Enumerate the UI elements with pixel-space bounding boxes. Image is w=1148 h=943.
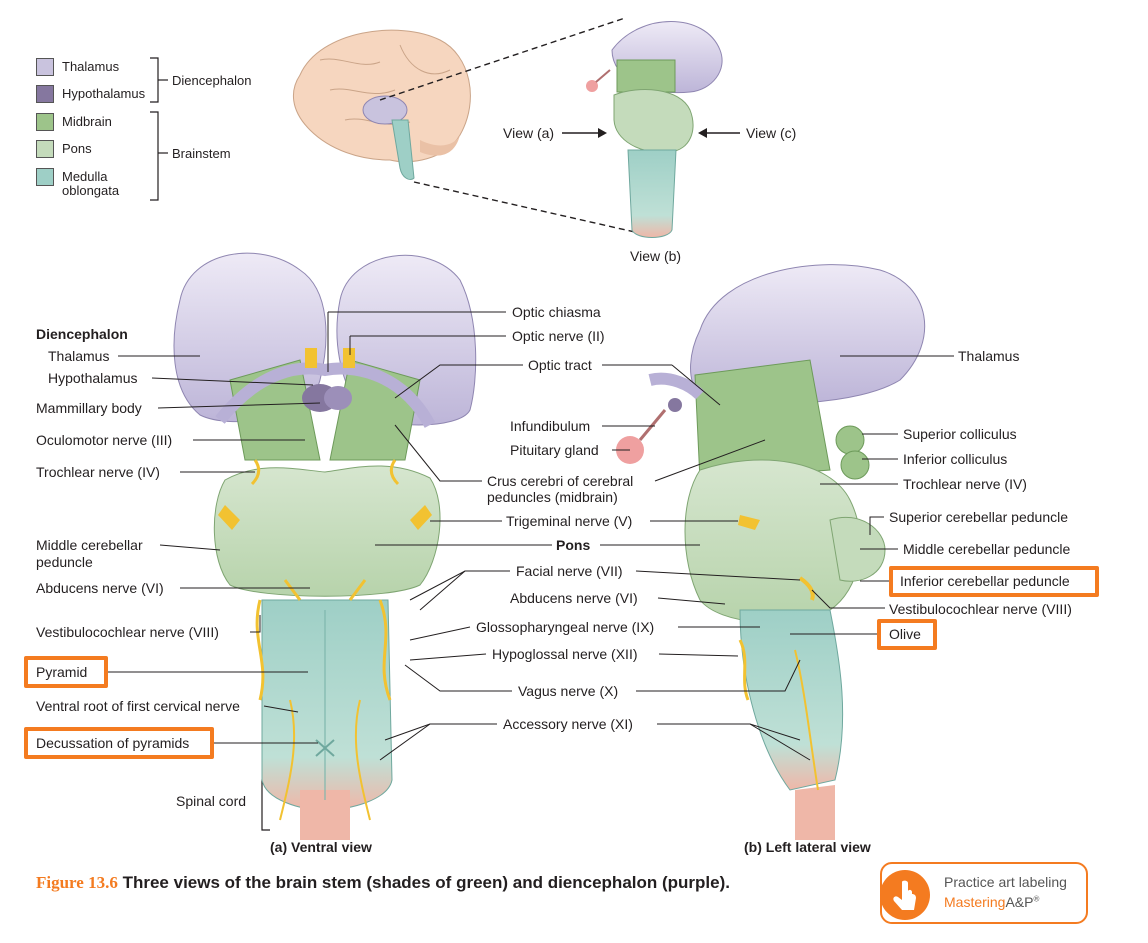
leader-lines xyxy=(104,311,954,761)
legend-label: Midbrain xyxy=(62,114,112,129)
label-accessory-nerve: Accessory nerve (XI) xyxy=(503,716,633,732)
view-b-label: View (b) xyxy=(630,248,682,264)
legend-swatch-medulla xyxy=(36,168,54,186)
legend-label: Pons xyxy=(62,141,92,156)
label-thalamus-ventral: Thalamus xyxy=(48,348,110,364)
label-optic-tract: Optic tract xyxy=(528,357,592,373)
legend-swatch-hypothalamus xyxy=(36,85,54,103)
legend-group-diencephalon: Diencephalon xyxy=(172,73,252,88)
label-oculomotor-nerve: Oculomotor nerve (III) xyxy=(36,432,173,448)
label-glossopharyngeal-nerve: Glossopharyngeal nerve (IX) xyxy=(476,619,655,635)
label-inferior-cerebellar-peduncle: Inferior cerebellar peduncle xyxy=(900,573,1070,589)
legend-label: Hypothalamus xyxy=(62,86,146,101)
label-spinal-cord: Spinal cord xyxy=(176,793,247,809)
lateral-view xyxy=(616,264,926,840)
label-pituitary-gland: Pituitary gland xyxy=(510,442,599,458)
label-hypoglossal-nerve: Hypoglossal nerve (XII) xyxy=(492,646,638,662)
legend-swatch-midbrain xyxy=(36,113,54,131)
label-infundibulum: Infundibulum xyxy=(510,418,591,434)
label-vestibulocochlear-lateral: Vestibulocochlear nerve (VIII) xyxy=(889,601,1072,617)
legend-group-brainstem: Brainstem xyxy=(172,146,231,161)
label-abducens-center: Abducens nerve (VI) xyxy=(510,590,638,606)
view-a-label: View (a) xyxy=(503,125,555,141)
label-thalamus-lateral: Thalamus xyxy=(958,348,1020,364)
figure-number: Figure 13.6 xyxy=(36,873,118,892)
label-trochlear-nerve-lateral: Trochlear nerve (IV) xyxy=(903,476,1027,492)
label-superior-cerebellar-peduncle: Superior cerebellar peduncle xyxy=(889,509,1068,525)
mastering-brand-text: Mastering xyxy=(944,894,1006,910)
figure-caption: Figure 13.6 Three views of the brain ste… xyxy=(36,872,736,893)
label-facial-nerve: Facial nerve (VII) xyxy=(516,563,623,579)
view-c-label: View (c) xyxy=(746,125,797,141)
highlight-pyramid xyxy=(24,656,108,688)
label-optic-nerve: Optic nerve (II) xyxy=(512,328,605,344)
label-crus-cerebri-1: Crus cerebri of cerebral xyxy=(487,473,634,489)
mastering-line1: Practice art labeling xyxy=(944,874,1067,890)
label-middle-cerebellar-ventral-2: peduncle xyxy=(36,554,93,570)
label-mammillary-body: Mammillary body xyxy=(36,400,142,416)
highlight-decussation xyxy=(24,727,214,759)
brainstem-small xyxy=(586,21,723,238)
label-abducens-ventral: Abducens nerve (VI) xyxy=(36,580,164,596)
mastering-practice-badge[interactable]: Practice art labeling MasteringA&P® xyxy=(880,862,1088,924)
label-middle-cerebellar-ventral-1: Middle cerebellar xyxy=(36,537,143,553)
caption-lateral-view: (b) Left lateral view xyxy=(744,839,871,855)
label-superior-colliculus: Superior colliculus xyxy=(903,426,1017,442)
mastering-brand-suffix: A&P xyxy=(1005,894,1034,910)
whole-brain-small xyxy=(292,29,471,181)
label-diencephalon-heading: Diencephalon xyxy=(36,326,128,342)
figure-text: Three views of the brain stem (shades of… xyxy=(122,873,730,892)
ventral-view xyxy=(173,252,477,840)
highlight-inferior-cerebellar xyxy=(889,566,1099,597)
label-trigeminal-nerve: Trigeminal nerve (V) xyxy=(506,513,633,529)
label-middle-cerebellar-lateral: Middle cerebellar peduncle xyxy=(903,541,1071,557)
label-olive: Olive xyxy=(889,626,921,642)
legend-label: Medulla oblongata xyxy=(62,169,120,198)
highlight-olive xyxy=(877,619,937,650)
label-optic-chiasma: Optic chiasma xyxy=(512,304,601,320)
hand-pointer-icon xyxy=(880,870,930,920)
legend-swatch-pons xyxy=(36,140,54,158)
label-inferior-colliculus: Inferior colliculus xyxy=(903,451,1008,467)
legend-label: Thalamus xyxy=(62,59,120,74)
label-vagus-nerve: Vagus nerve (X) xyxy=(518,683,619,699)
label-pons: Pons xyxy=(556,537,591,553)
label-pyramid: Pyramid xyxy=(36,664,88,680)
label-decussation: Decussation of pyramids xyxy=(36,735,190,751)
caption-ventral-view: (a) Ventral view xyxy=(270,839,372,855)
label-ventral-root: Ventral root of first cervical nerve xyxy=(36,698,240,714)
legend-swatch-thalamus xyxy=(36,58,54,76)
label-vestibulocochlear-ventral: Vestibulocochlear nerve (VIII) xyxy=(36,624,219,640)
mastering-brand: MasteringA&P® xyxy=(944,894,1039,910)
label-trochlear-nerve-ventral: Trochlear nerve (IV) xyxy=(36,464,160,480)
mastering-registered-mark: ® xyxy=(1033,894,1040,904)
label-hypothalamus: Hypothalamus xyxy=(48,370,138,386)
label-crus-cerebri-2: peduncles (midbrain) xyxy=(487,489,618,505)
